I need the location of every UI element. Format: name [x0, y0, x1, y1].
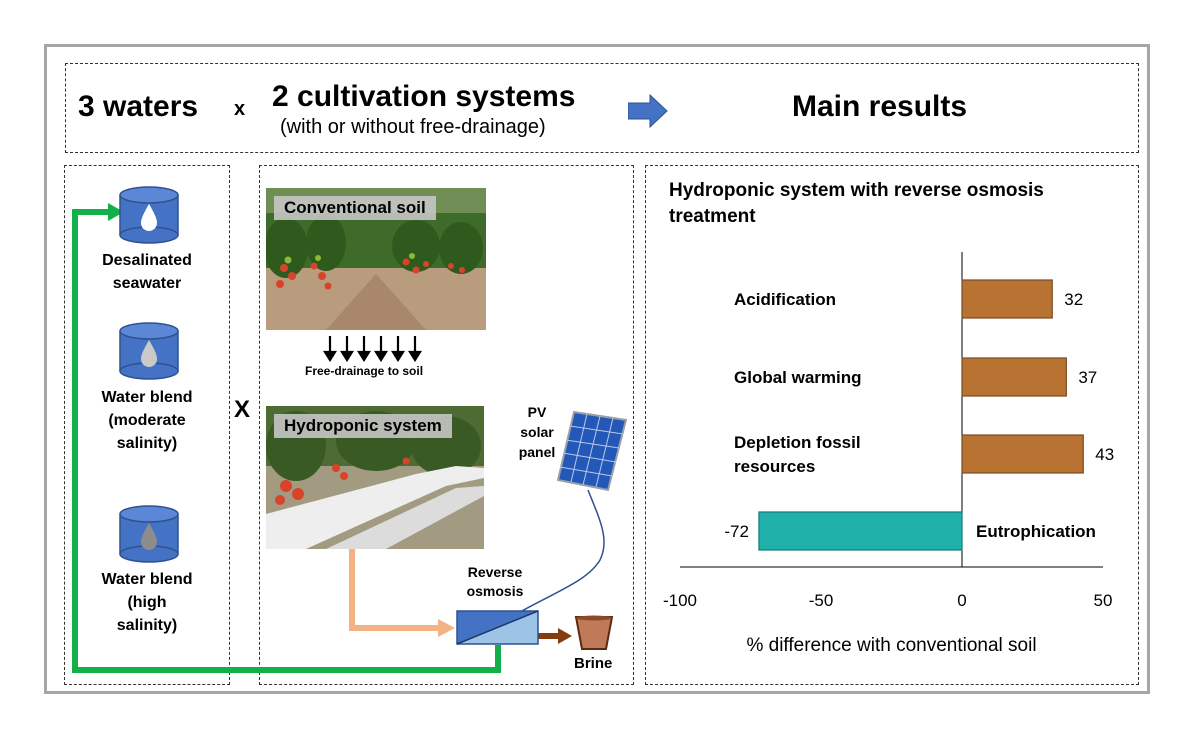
results-title-line: treatment [669, 206, 756, 227]
water-label-line: salinity) [116, 617, 178, 634]
results-title-line: Hydroponic system with reverse osmosis [669, 180, 1044, 201]
peach-arrow [349, 548, 440, 631]
pv-label-line: solar [520, 424, 554, 440]
header-arrow-icon [628, 94, 668, 128]
results-panel-title: Hydroponic system with reverse osmosis t… [669, 178, 1129, 230]
tank-icon-desalinated [119, 186, 179, 244]
bar-value-label: 32 [1064, 290, 1083, 309]
bar [758, 511, 963, 551]
results-bar-chart: -100 -50 0 50 % difference with conventional… [663, 252, 1114, 656]
bar-category-label: Global warming [734, 368, 862, 387]
results-panel [645, 165, 1139, 685]
drainage-label: Free-drainage to soil [305, 364, 424, 378]
times-symbol-header: x [234, 98, 246, 120]
peach-arrow-head [438, 619, 455, 637]
pv-cable [519, 489, 605, 613]
bar-category-label: Depletion fossil [734, 433, 861, 452]
drainage-arrows-icon [323, 336, 422, 362]
pv-label-line: PV [527, 404, 547, 420]
pv-label-line: panel [518, 444, 556, 460]
ro-label-line: Reverse [467, 564, 523, 580]
water-label-high: Water blend (high salinity) [72, 568, 222, 637]
water-label-desalinated: Desalinated seawater [72, 249, 222, 295]
green-return-arrow [72, 209, 501, 673]
greenhouse-tomato-illustration [266, 188, 486, 330]
bar [961, 279, 1053, 319]
waters-heading: 3 waters [78, 90, 199, 123]
ro-label-line: osmosis [466, 583, 524, 599]
bar-value-label: 43 [1095, 445, 1114, 464]
conventional-soil-label: Conventional soil [274, 196, 436, 220]
brine-label: Brine [574, 655, 613, 672]
bar-category-label: Eutrophication [976, 522, 1096, 541]
water-label-line: seawater [112, 275, 182, 292]
header-box [65, 63, 1139, 153]
bar-value-label: -72 [724, 522, 749, 541]
x-tick-label: 50 [1094, 591, 1113, 610]
tank-icon-moderate [119, 322, 179, 380]
conventional-soil-photo: Conventional soil [266, 188, 486, 330]
water-label-line: Water blend [101, 389, 193, 406]
bar-category-label: resources [734, 457, 815, 476]
water-label-line: (moderate [108, 412, 186, 429]
bar-category-label: Acidification [734, 290, 836, 309]
times-symbol-columns: X [234, 396, 251, 423]
outer-frame [44, 44, 1150, 694]
green-arrow-head [108, 203, 124, 221]
ro-label: Reverse osmosis [452, 563, 538, 601]
waters-panel [64, 165, 230, 685]
x-axis-label: % difference with conventional soil [746, 635, 1036, 656]
water-label-line: (high [127, 594, 167, 611]
bar-value-label: 37 [1078, 368, 1097, 387]
hydroponic-photo: Hydroponic system [266, 406, 484, 549]
solar-panel-icon [556, 410, 628, 492]
x-tick-label: -50 [809, 591, 834, 610]
pv-label: PV solar panel [515, 402, 559, 462]
x-tick-label: 0 [957, 591, 966, 610]
water-label-moderate: Water blend (moderate salinity) [72, 386, 222, 455]
water-label-line: Desalinated [102, 252, 192, 269]
water-label-line: Water blend [101, 571, 193, 588]
systems-heading: 2 cultivation systems [272, 80, 576, 113]
water-label-line: salinity) [116, 435, 178, 452]
reverse-osmosis-unit-icon [456, 610, 539, 645]
brown-arrow-head [558, 628, 572, 644]
bar [961, 434, 1084, 474]
bar [961, 357, 1067, 397]
tank-icon-high [119, 505, 179, 563]
results-heading: Main results [792, 90, 968, 123]
systems-subheading: (with or without free-drainage) [280, 116, 546, 138]
systems-panel [259, 165, 634, 685]
hydroponic-label: Hydroponic system [274, 414, 452, 438]
brine-bucket-icon [574, 615, 614, 650]
x-tick-label: -100 [663, 591, 697, 610]
